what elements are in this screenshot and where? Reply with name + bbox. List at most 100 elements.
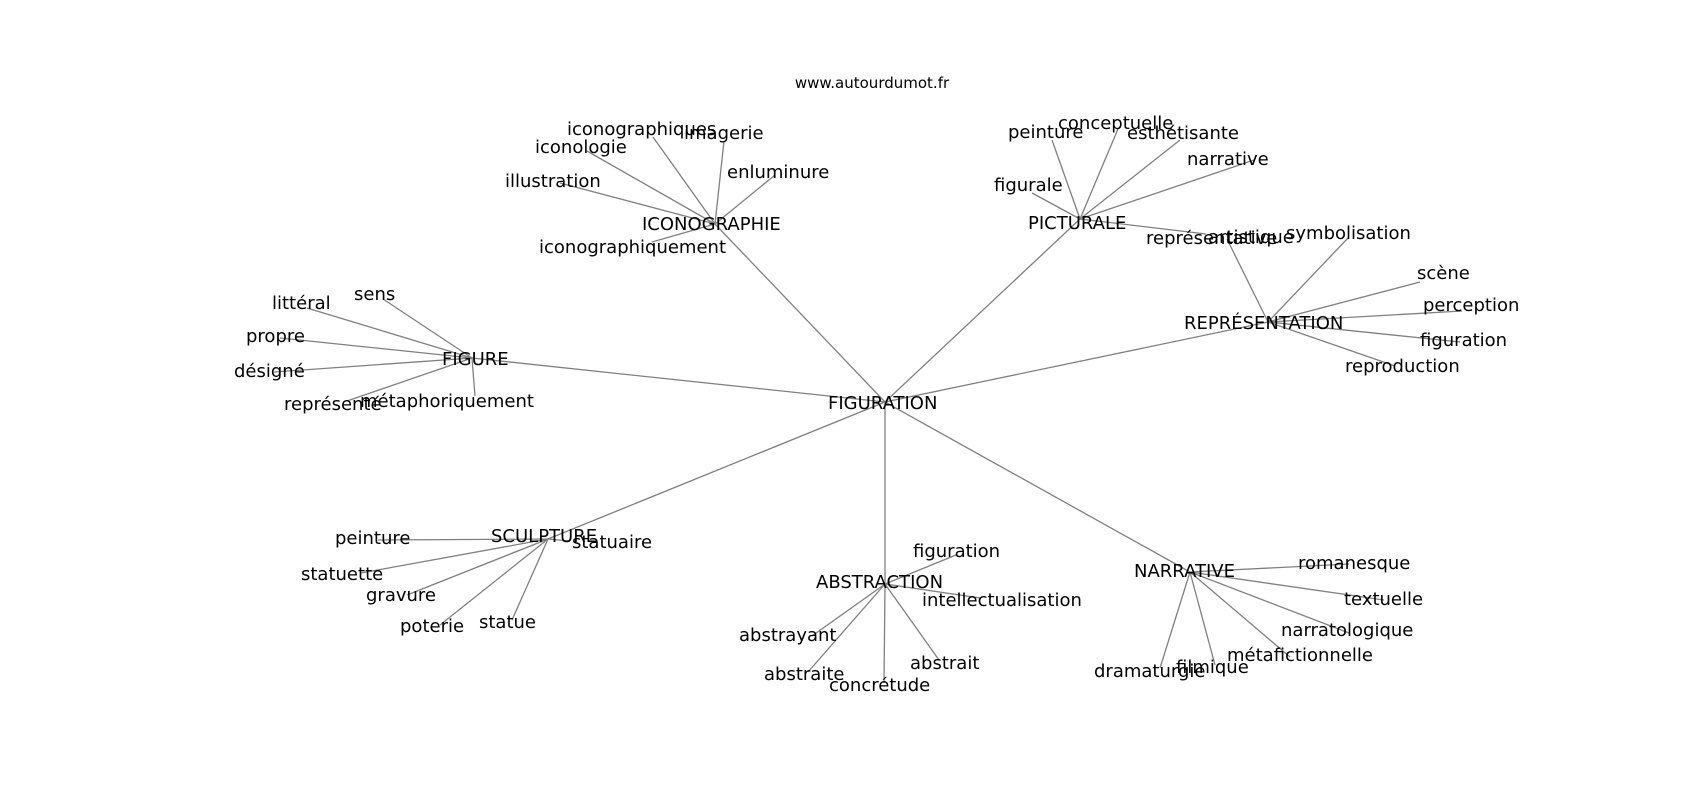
edge-cluster-0-leaf-5 <box>651 223 716 243</box>
edge-cluster-3-leaf-2 <box>279 337 473 359</box>
leaf-node-label[interactable]: métafictionnelle <box>1227 645 1373 666</box>
edge-root-1 <box>884 218 1081 403</box>
edge-cluster-6-leaf-1 <box>1189 571 1385 601</box>
edge-cluster-2-leaf-1 <box>1267 237 1349 323</box>
cluster-node-label[interactable]: NARRATIVE <box>1134 561 1235 582</box>
leaf-node-label[interactable]: abstrait <box>910 653 979 674</box>
edge-cluster-1-leaf-3 <box>1079 159 1255 220</box>
leaf-node-label[interactable]: sens <box>354 284 395 305</box>
cluster-node-label[interactable]: PICTURALE <box>1028 213 1126 234</box>
edge-cluster-3-leaf-0 <box>382 298 473 359</box>
leaf-node-label[interactable]: statuaire <box>572 532 652 553</box>
leaf-node-label[interactable]: filmique <box>1176 657 1249 678</box>
edge-cluster-2-leaf-3 <box>1267 310 1463 323</box>
leaf-node-label[interactable]: désigné <box>234 361 305 382</box>
edge-cluster-2-leaf-2 <box>1267 281 1421 323</box>
edge-cluster-4-leaf-2 <box>360 538 549 574</box>
leaf-node-label[interactable]: narrative <box>1187 149 1269 170</box>
leaf-node-label[interactable]: représentative <box>1146 228 1277 249</box>
edge-cluster-0-leaf-1 <box>714 140 725 225</box>
leaf-node-label[interactable]: illustration <box>505 171 601 192</box>
edge-cluster-5-leaf-3 <box>807 583 886 673</box>
leaf-node-label[interactable]: poterie <box>400 616 464 637</box>
edge-cluster-3-leaf-4 <box>346 357 473 402</box>
leaf-node-label[interactable]: imagerie <box>684 123 764 144</box>
leaf-node-label[interactable]: propre <box>246 326 305 347</box>
edge-cluster-2-leaf-4 <box>1267 321 1461 343</box>
edge-root-0 <box>714 223 886 403</box>
leaf-node-label[interactable]: scène <box>1417 263 1470 284</box>
edge-cluster-3-leaf-1 <box>306 307 473 359</box>
leaf-node-label[interactable]: abstrayant <box>739 625 836 646</box>
edge-cluster-4-leaf-5 <box>511 538 549 621</box>
leaf-node-label[interactable]: conceptuelle <box>1058 113 1173 134</box>
leaf-node-label[interactable]: concrétude <box>829 675 930 696</box>
leaf-node-label[interactable]: reproduction <box>1345 356 1460 377</box>
leaf-node-label[interactable]: représenté <box>284 394 382 415</box>
leaf-node-label[interactable]: esthétisante <box>1127 123 1239 144</box>
edge-cluster-0-leaf-0 <box>652 136 716 225</box>
edge-cluster-4-leaf-1 <box>547 538 571 542</box>
edge-cluster-6-leaf-3 <box>1189 571 1291 658</box>
leaf-node-label[interactable]: intellectualisation <box>922 590 1082 611</box>
edge-cluster-3-leaf-3 <box>273 357 473 373</box>
leaf-node-label[interactable]: iconographiquement <box>539 237 726 258</box>
leaf-node-label[interactable]: textuelle <box>1344 589 1423 610</box>
edge-cluster-0-leaf-4 <box>559 182 716 225</box>
edge-cluster-5-leaf-4 <box>883 583 886 684</box>
cluster-node-label[interactable]: ABSTRACTION <box>816 572 943 593</box>
leaf-node-label[interactable]: perception <box>1423 295 1519 316</box>
edges-layer <box>273 128 1463 684</box>
edge-cluster-0-leaf-3 <box>714 174 776 225</box>
leaf-node-label[interactable]: iconographiques <box>567 119 716 140</box>
edge-root-4 <box>547 401 886 540</box>
leaf-node-label[interactable]: gravure <box>366 585 436 606</box>
cluster-node-label[interactable]: FIGURE <box>442 349 509 370</box>
cluster-node-label[interactable]: SCULPTURE <box>491 526 597 547</box>
leaf-node-label[interactable]: figuration <box>913 541 1000 562</box>
edge-cluster-6-leaf-4 <box>1189 571 1216 666</box>
cluster-node-label[interactable]: ICONOGRAPHIE <box>642 214 781 235</box>
edge-cluster-4-leaf-4 <box>439 538 549 626</box>
edge-cluster-5-leaf-5 <box>884 583 940 661</box>
edge-cluster-1-leaf-5 <box>1079 218 1207 235</box>
root-node-label[interactable]: FIGURATION <box>828 393 937 414</box>
edge-cluster-6-leaf-5 <box>1159 571 1191 669</box>
leaf-node-label[interactable]: figurale <box>994 175 1063 196</box>
edge-root-6 <box>884 401 1191 573</box>
leaf-node-label[interactable]: narratologique <box>1281 620 1413 641</box>
leaf-node-label[interactable]: figuration <box>1420 330 1507 351</box>
edge-cluster-1-leaf-0 <box>1051 139 1081 220</box>
leaf-node-label[interactable]: statue <box>479 612 536 633</box>
leaf-node-label[interactable]: peinture <box>1008 122 1083 143</box>
leaf-node-label[interactable]: abstraite <box>764 664 844 685</box>
edge-cluster-0-leaf-2 <box>586 150 716 225</box>
source-website-label: www.autourdumot.fr <box>795 74 950 92</box>
leaf-node-label[interactable]: littéral <box>272 293 331 314</box>
edge-root-2 <box>884 321 1269 403</box>
leaf-node-label[interactable]: artistique <box>1208 227 1294 248</box>
leaf-node-label[interactable]: peinture <box>335 528 410 549</box>
edge-cluster-1-leaf-1 <box>1079 128 1119 220</box>
edge-root-3 <box>471 357 886 403</box>
leaf-node-label[interactable]: métaphoriquement <box>360 391 534 412</box>
leaf-node-label[interactable]: statuette <box>301 564 383 585</box>
leaf-node-label[interactable]: dramaturgie <box>1094 661 1205 682</box>
leaf-node-label[interactable]: romanesque <box>1298 553 1410 574</box>
edge-cluster-2-leaf-5 <box>1267 321 1396 367</box>
edge-cluster-5-leaf-2 <box>811 583 886 637</box>
edge-cluster-3-leaf-5 <box>471 357 476 397</box>
leaf-node-label[interactable]: symbolisation <box>1286 223 1411 244</box>
edge-cluster-5-leaf-0 <box>884 554 957 585</box>
edge-cluster-4-leaf-3 <box>406 538 549 596</box>
edge-cluster-6-leaf-0 <box>1189 563 1350 573</box>
edge-cluster-2-leaf-0 <box>1226 238 1269 323</box>
edge-cluster-5-leaf-1 <box>884 583 981 599</box>
labels-layer: FIGURATION ICONOGRAPHIE iconographiquesima… <box>234 113 1519 696</box>
leaf-node-label[interactable]: iconologie <box>535 137 627 158</box>
edge-cluster-4-leaf-0 <box>377 538 549 541</box>
edge-cluster-1-leaf-2 <box>1079 139 1181 220</box>
leaf-node-label[interactable]: enluminure <box>727 162 829 183</box>
cluster-node-label[interactable]: REPRÉSENTATION <box>1184 312 1343 334</box>
